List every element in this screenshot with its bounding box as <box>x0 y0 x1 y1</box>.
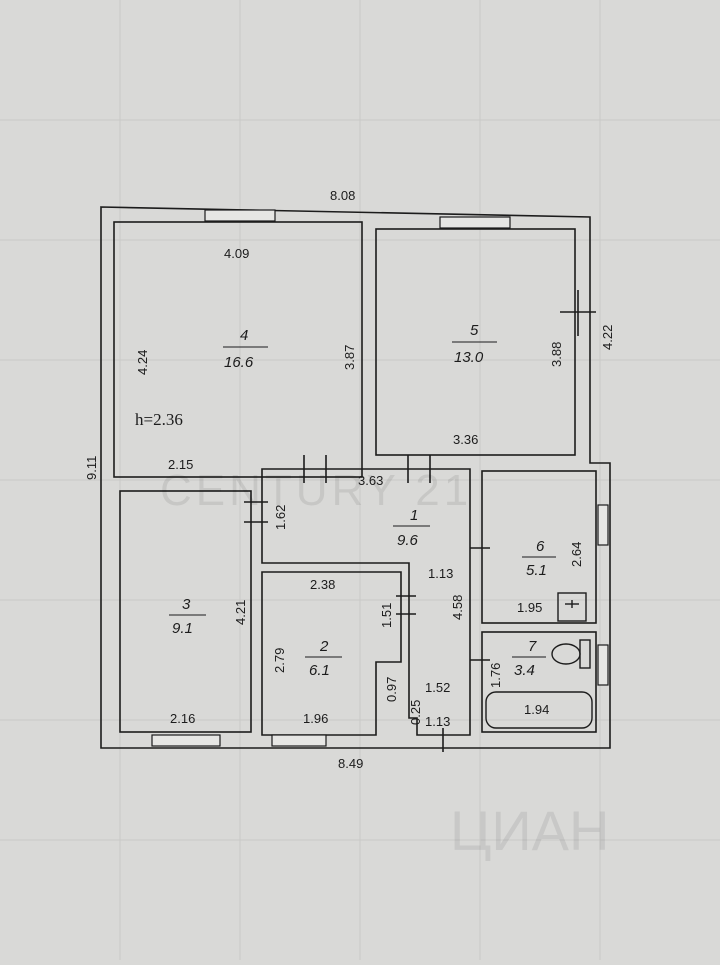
dim-label: 3.87 <box>342 345 357 370</box>
window-room-5 <box>439 216 511 229</box>
room-2-number: 2 <box>319 638 329 655</box>
dim-label: 1.52 <box>425 680 450 695</box>
room-7-number: 7 <box>528 638 537 655</box>
room-7-outline <box>481 631 597 733</box>
interior-dimensions: 4.09 4.24 3.87 2.15 3.88 4.22 3.36 3.63 … <box>135 246 615 729</box>
dim-label: 3.36 <box>453 432 478 447</box>
room-1-number: 1 <box>410 507 418 524</box>
window-room-3 <box>151 734 221 747</box>
dim-label: 1.62 <box>273 505 288 530</box>
watermark-main: CENTURY 21 <box>160 466 472 515</box>
toilet-fixture <box>551 643 581 665</box>
dim-label: 4.22 <box>600 325 615 350</box>
room-6-number: 6 <box>536 538 545 555</box>
door-marks <box>244 290 596 752</box>
room-4-outline <box>113 221 363 478</box>
outer-wall-outline <box>100 206 611 749</box>
dim-label: 1.96 <box>303 711 328 726</box>
dim-label: 4.24 <box>135 350 150 375</box>
room-1-outline <box>261 468 471 736</box>
overall-top-dim: 8.08 <box>330 188 355 203</box>
dim-label: 4.09 <box>224 246 249 261</box>
room-3-outline <box>119 490 252 733</box>
window-room-7 <box>597 644 609 686</box>
window-room-4 <box>204 209 276 222</box>
sink-fixture <box>557 592 587 622</box>
dim-label: 2.15 <box>168 457 193 472</box>
dim-label: 1.95 <box>517 600 542 615</box>
dim-label: 1.13 <box>428 566 453 581</box>
dim-label: 1.76 <box>488 663 503 688</box>
dim-label: 2.38 <box>310 577 335 592</box>
dim-label: 0.25 <box>408 700 423 725</box>
overall-left-dim: 9.11 <box>84 456 99 480</box>
room-labels: 4 16.6 5 13.0 1 9.6 3 9.1 2 6.1 6 5.1 7 … <box>169 322 556 679</box>
room-2-outline <box>261 571 402 736</box>
window-room-2 <box>271 734 327 747</box>
dim-label: 3.88 <box>549 342 564 367</box>
room-7-area: 3.4 <box>514 662 535 679</box>
window-room-6 <box>597 504 609 546</box>
windows <box>151 209 609 747</box>
room-5-number: 5 <box>470 322 479 339</box>
room-6-outline <box>481 470 597 624</box>
dim-label: 2.79 <box>272 648 287 673</box>
dim-label: 1.13 <box>425 714 450 729</box>
room-4-area: 16.6 <box>224 354 254 371</box>
dim-label: 2.16 <box>170 711 195 726</box>
fixtures <box>485 592 593 729</box>
room-3-area: 9.1 <box>172 620 193 637</box>
watermark-corner: ЦИАН <box>450 799 609 862</box>
room-5-outline <box>375 228 576 456</box>
room-5-area: 13.0 <box>454 349 484 366</box>
dim-label: 4.58 <box>450 595 465 620</box>
overall-bottom-dim: 8.49 <box>338 756 363 771</box>
room-2-area: 6.1 <box>309 662 330 679</box>
room-1-area: 9.6 <box>397 532 419 549</box>
ceiling-height: h=2.36 <box>135 410 183 429</box>
dim-label: 1.51 <box>379 603 394 628</box>
dim-label: 0.97 <box>384 677 399 702</box>
room-6-area: 5.1 <box>526 562 547 579</box>
dim-label: 2.64 <box>569 542 584 567</box>
dim-label: 3.63 <box>358 473 383 488</box>
dim-label: 4.21 <box>233 600 248 625</box>
room-4-number: 4 <box>240 327 248 344</box>
room-3-number: 3 <box>182 596 191 613</box>
walls <box>100 206 611 749</box>
bathtub-fixture <box>485 691 593 729</box>
dim-label: 1.94 <box>524 702 549 717</box>
